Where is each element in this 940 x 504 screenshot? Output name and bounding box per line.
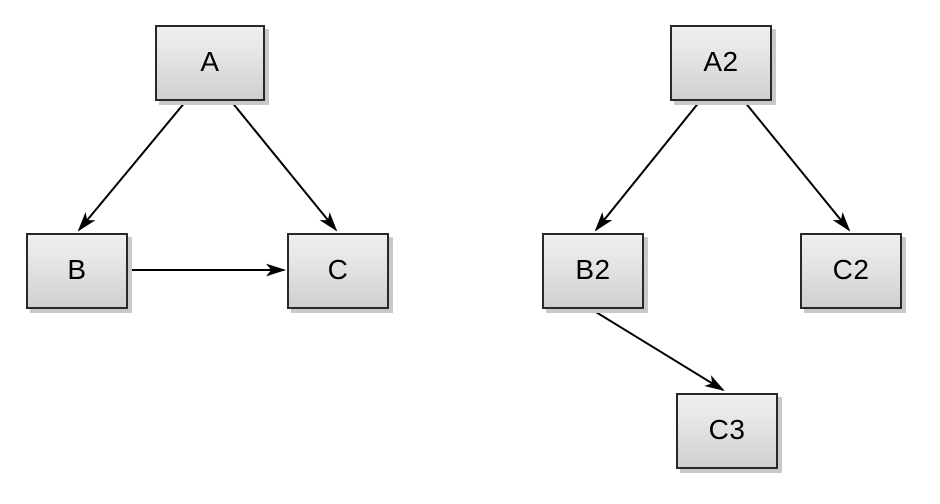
node-c[interactable]: C xyxy=(287,233,389,309)
node-c3-label: C3 xyxy=(708,414,746,445)
edge-b2-to-c3 xyxy=(590,308,725,392)
edge-a2-to-c2 xyxy=(743,100,851,232)
node-b2[interactable]: B2 xyxy=(542,233,644,309)
edge-a-to-c xyxy=(230,100,338,232)
node-b-label: B xyxy=(67,254,87,285)
edge-a2-to-b2 xyxy=(594,100,701,232)
node-c2[interactable]: C2 xyxy=(800,233,902,309)
node-a2[interactable]: A2 xyxy=(670,25,772,101)
node-a-label: A xyxy=(200,46,220,77)
node-c-label: C xyxy=(327,254,349,285)
edge-a-to-b xyxy=(77,100,187,232)
node-b[interactable]: B xyxy=(26,233,128,309)
node-c2-label: C2 xyxy=(832,254,870,285)
node-a2-label: A2 xyxy=(703,46,739,77)
node-a[interactable]: A xyxy=(155,25,265,101)
node-b2-label: B2 xyxy=(575,254,611,285)
node-c3[interactable]: C3 xyxy=(676,393,778,469)
